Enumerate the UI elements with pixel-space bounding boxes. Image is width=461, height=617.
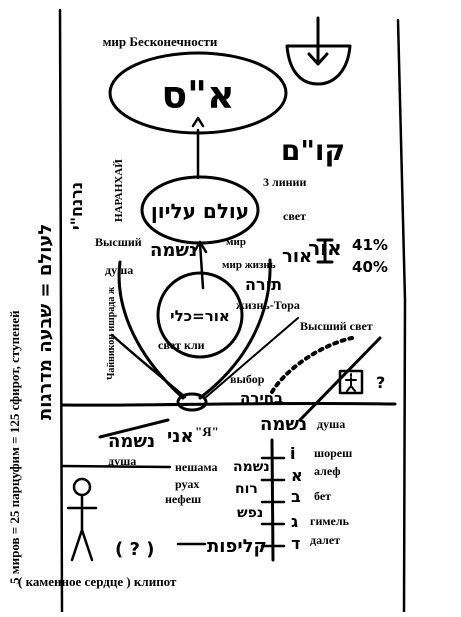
dalet-label: далет: [310, 533, 340, 547]
focal-point: [176, 392, 208, 412]
horizon-line: [60, 401, 397, 407]
percent-top: 41%: [352, 236, 388, 254]
level-heb-1: נשמה: [233, 459, 270, 475]
naranhai-label: НАРАНХАЙ: [113, 159, 125, 222]
upper-arrowhead: [191, 116, 205, 128]
chainik-label: Чайникон ишрада ж: [106, 286, 117, 380]
person-mark: ?: [376, 373, 385, 392]
ladder-spine: [270, 438, 275, 562]
left-border-line: [58, 8, 64, 614]
right-border-line: [396, 18, 407, 614]
left-inner-line: [110, 333, 187, 399]
alef-label: алеф: [314, 464, 341, 478]
neshama-hebrew-right: נשמה: [260, 414, 307, 435]
olam-elyon-text: עולם עליון: [151, 199, 249, 223]
figure-head: [72, 477, 92, 497]
person-icon: [345, 373, 357, 392]
nefesh-label: нефеш: [165, 492, 201, 506]
right-ray: [204, 317, 299, 399]
three-lines-label: 3 линии: [263, 175, 306, 189]
life-torah-label: жизнь-Тора: [236, 298, 300, 312]
kli-hebrew: אור=כלי: [170, 307, 230, 325]
soul-label-upper: душа: [105, 263, 133, 277]
or-hebrew-2: אור: [282, 246, 312, 267]
soul-label-right: душа: [317, 417, 345, 431]
bowl-shape: [285, 44, 352, 86]
level-heb-3: נפש: [237, 505, 263, 521]
ladder-rungs: [260, 456, 286, 548]
left-vertical-label: 5 миров = 25 парцуфим = 125 сфирот, ступ…: [7, 310, 22, 584]
ani-hebrew: אני: [167, 426, 194, 447]
klipot-paren: ( ? ): [115, 539, 154, 560]
kav-hebrew: קו"ם: [281, 134, 345, 167]
torah-hebrew: תורה: [245, 275, 282, 294]
bet-label: бет: [314, 489, 331, 503]
bechira-hebrew: בחירה: [240, 389, 283, 407]
ya-label: "Я": [195, 424, 219, 439]
soul-label-bottom: душа: [108, 454, 136, 468]
ruach-label: руах: [175, 477, 199, 491]
shoresh-label: шореш: [314, 446, 352, 460]
pillar-icon: [316, 238, 334, 264]
letter-shoresh: ⅰ: [290, 444, 295, 463]
center-circle: [156, 271, 244, 359]
stone-heart-label: ( каменное сердце ) клипот: [18, 574, 177, 589]
level-heb-2: רוח: [235, 481, 258, 497]
letter-gimel: ג: [291, 512, 298, 531]
letter-bet: ב: [291, 487, 301, 506]
light-label: свет: [283, 209, 306, 223]
neshama-label: нешама: [175, 460, 217, 474]
choice-label: выбор: [230, 372, 265, 386]
letter-alef: א: [291, 466, 303, 485]
world-infinity-label: мир Бесконечности: [103, 34, 218, 49]
arrow-to-ya: [98, 418, 170, 439]
gimel-label: гимель: [310, 514, 350, 528]
letter-dalet: ד: [291, 534, 300, 553]
stick-figure: [66, 493, 98, 562]
world-life-label-1: мир: [226, 236, 246, 248]
right-arc: [198, 258, 272, 400]
higher-light-label: Высший свет: [300, 319, 373, 333]
world-life-label: мир жизнь: [222, 259, 276, 271]
dotted-arc: [270, 336, 354, 394]
person-box: [338, 369, 364, 395]
neshama-hebrew-left: נשמה: [108, 431, 155, 452]
light-kli-label: свет кли: [158, 338, 205, 352]
ein-sof-text: א"ס: [161, 73, 234, 117]
klipot-hebrew: קליפות: [207, 536, 267, 557]
middle-connector: [198, 241, 205, 290]
bowl-arrow: [307, 16, 329, 66]
lower-left-line: [60, 464, 172, 469]
middle-arrowhead: [192, 240, 208, 254]
neshama-hebrew-top: נשמה: [150, 240, 197, 261]
left-hebrew-vertical-1: לעולם = שבעה מדרגות: [35, 224, 56, 420]
percent-bottom: 40%: [352, 258, 388, 276]
higher-soul-label: Высший: [95, 235, 142, 249]
left-hebrew-vertical-2: נרנח"י: [67, 182, 86, 230]
